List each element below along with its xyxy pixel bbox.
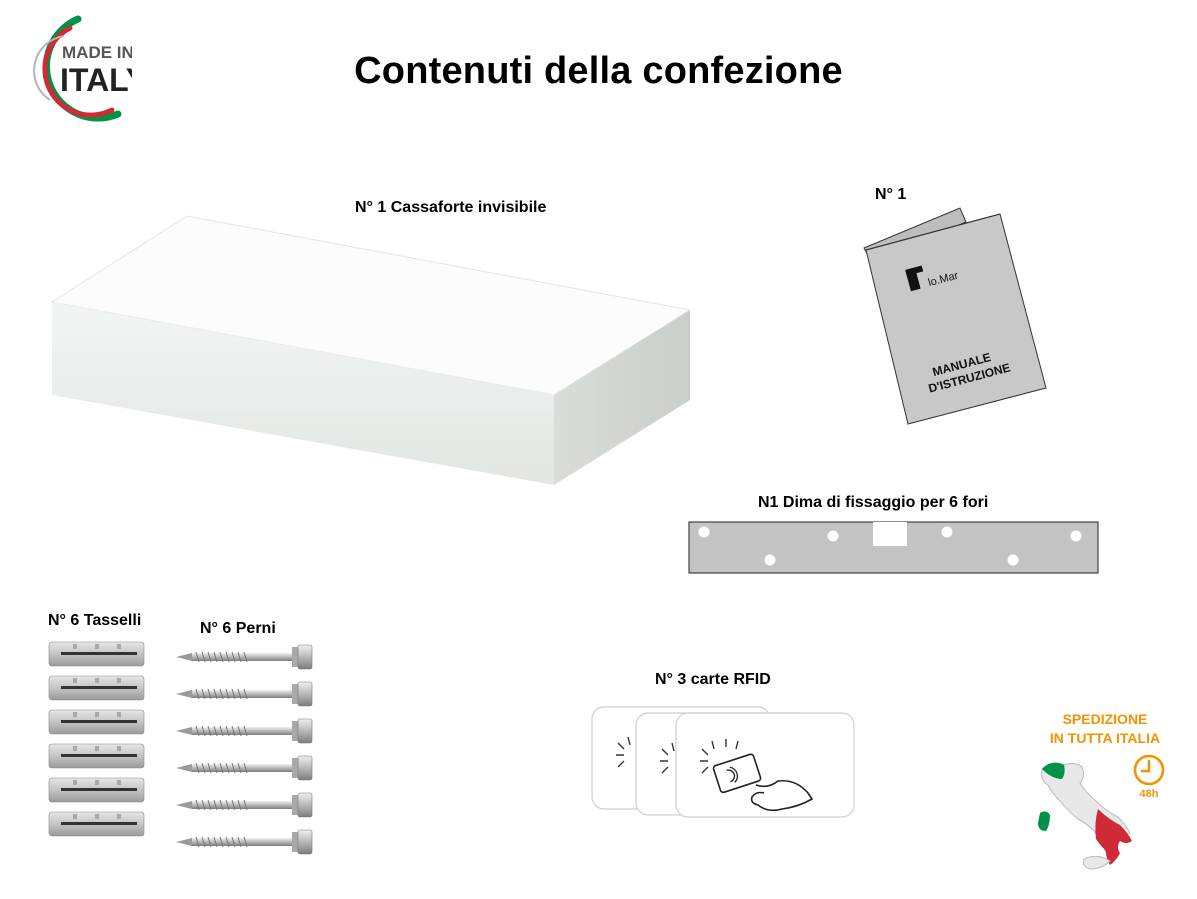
rfid-cards-image <box>591 706 855 818</box>
invisible-safe-image <box>50 215 692 485</box>
italy-map-image <box>1038 762 1132 870</box>
template-label: N1 Dima di fissaggio per 6 fori <box>758 494 989 511</box>
made-in-italy-logo: MADE IN ITALY <box>33 15 147 122</box>
manual-label: N° 1 <box>875 186 907 203</box>
anchors-label: N° 6 Tasselli <box>48 612 142 629</box>
screw-pins-image <box>175 644 313 855</box>
drilling-template-image <box>688 521 1099 574</box>
template-hole <box>827 530 839 542</box>
wall-anchors-image <box>48 641 145 837</box>
template-hole <box>941 526 953 538</box>
rfid-card-front <box>675 712 855 818</box>
pins-label: N° 6 Perni <box>200 620 276 637</box>
instruction-manual-image: lo.Mar MANUALE D'ISTRUZIONE <box>863 207 1047 425</box>
template-hole <box>1007 554 1019 566</box>
safe-label: N° 1 Cassaforte invisibile <box>355 199 547 216</box>
shipping-line1: SPEDIZIONE <box>1062 711 1148 727</box>
template-hole <box>698 526 710 538</box>
template-hole <box>1070 530 1082 542</box>
badge-line1: MADE IN <box>62 43 132 62</box>
shipping-line2: IN TUTTA ITALIA <box>1049 730 1161 746</box>
clock-icon <box>1133 754 1165 786</box>
shipping-badge: SPEDIZIONE IN TUTTA ITALIA <box>1030 710 1180 748</box>
page-title: Contenuti della confezione <box>354 50 843 92</box>
shipping-time: 48h <box>1139 788 1159 800</box>
template-hole <box>764 554 776 566</box>
rfid-cards-label: N° 3 carte RFID <box>655 671 771 688</box>
made-in-italy-badge: MADE IN ITALY <box>20 14 147 130</box>
